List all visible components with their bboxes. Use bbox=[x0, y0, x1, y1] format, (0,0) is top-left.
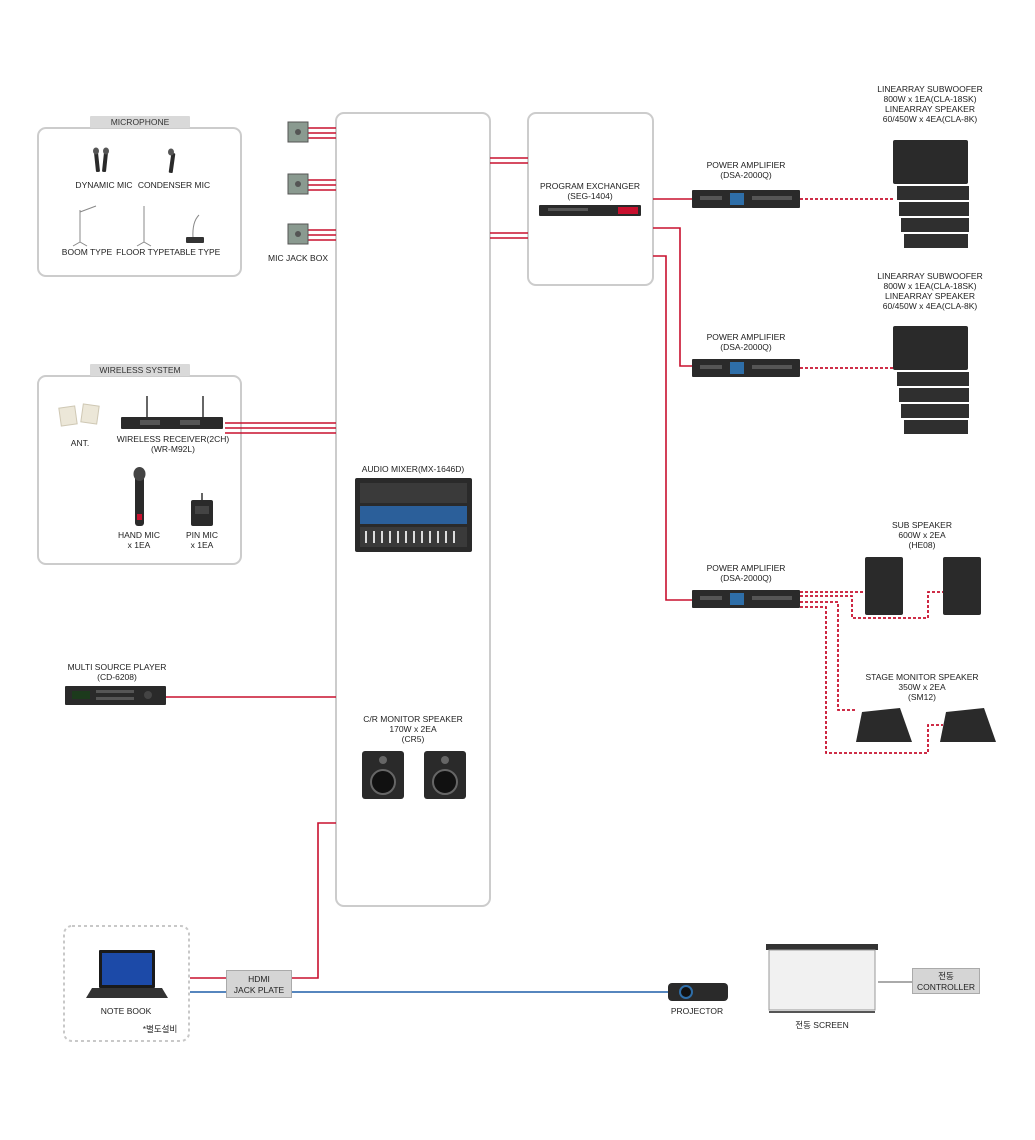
hand-mic-line1: HAND MIC bbox=[117, 530, 161, 540]
condenser-mic-icon bbox=[168, 148, 176, 174]
stage-monitor-line1: STAGE MONITOR SPEAKER bbox=[865, 672, 979, 682]
floor-stand-icon bbox=[136, 206, 152, 247]
antenna-icon bbox=[58, 403, 100, 427]
amp3-line1: POWER AMPLIFIER bbox=[706, 563, 786, 573]
hand-mic-line2: x 1EA bbox=[127, 540, 151, 550]
stage-monitor-line2: 350W x 2EA bbox=[898, 682, 946, 692]
screen-controller: 전동 CONTROLLER bbox=[912, 968, 980, 994]
sub-speaker-icon bbox=[865, 557, 981, 615]
linearray2-line4: 60/450W x 4EA(CLA-8K) bbox=[882, 301, 978, 311]
wireless-panel bbox=[37, 375, 242, 565]
notebook-icon bbox=[86, 950, 168, 998]
hdmi-line2: JACK PLATE bbox=[233, 985, 285, 995]
boom-stand-icon bbox=[72, 205, 97, 247]
exchanger-line1: PROGRAM EXCHANGER bbox=[539, 181, 641, 191]
microphone-title: MICROPHONE bbox=[90, 116, 190, 128]
projection-screen-icon bbox=[766, 944, 878, 1013]
dynamic-mic-label: DYNAMIC MIC bbox=[75, 180, 133, 190]
table-stand-icon bbox=[186, 214, 204, 243]
floor-type-label: FLOOR TYPE bbox=[116, 247, 170, 257]
projector-icon bbox=[668, 983, 728, 1001]
amp2-line1: POWER AMPLIFIER bbox=[706, 332, 786, 342]
linearray1-label: LINEARRAY SUBWOOFER 800W x 1EA(CLA-18SK)… bbox=[877, 84, 982, 124]
linearray-speaker-icon bbox=[893, 140, 969, 434]
linearray1-line2: 800W x 1EA(CLA-18SK) bbox=[883, 94, 977, 104]
exchanger-line2: (SEG-1404) bbox=[567, 191, 613, 201]
hdmi-jack-plate: HDMI JACK PLATE bbox=[226, 970, 292, 998]
linearray2-line1: LINEARRAY SUBWOOFER bbox=[877, 271, 983, 281]
monitor-line2: 170W x 2EA bbox=[389, 724, 437, 734]
monitor-line3: (CR5) bbox=[401, 734, 425, 744]
wireless-receiver-line1: WIRELESS RECEIVER(2CH) bbox=[116, 434, 230, 444]
amp1-line1: POWER AMPLIFIER bbox=[706, 160, 786, 170]
linearray2-line3: LINEARRAY SPEAKER bbox=[885, 291, 975, 301]
pin-mic-label: PIN MIC x 1EA bbox=[186, 530, 218, 550]
mic-jack-box-label: MIC JACK BOX bbox=[268, 253, 328, 263]
program-exchanger-icon bbox=[539, 205, 641, 216]
multi-source-line2: (CD-6208) bbox=[97, 672, 137, 682]
linearray2-line2: 800W x 1EA(CLA-18SK) bbox=[883, 281, 977, 291]
monitor-speaker-label: C/R MONITOR SPEAKER 170W x 2EA (CR5) bbox=[363, 714, 463, 744]
power-amplifier-icon bbox=[692, 190, 800, 608]
projector-label: PROJECTOR bbox=[670, 1006, 724, 1016]
monitor-line1: C/R MONITOR SPEAKER bbox=[363, 714, 463, 724]
sub-speaker-line3: (HE08) bbox=[908, 540, 936, 550]
multi-source-label: MULTI SOURCE PLAYER (CD-6208) bbox=[68, 662, 167, 682]
amp3-line2: (DSA-2000Q) bbox=[720, 573, 772, 583]
amp1-label: POWER AMPLIFIER (DSA-2000Q) bbox=[707, 160, 786, 180]
separate-equipment-note: *별도설비 bbox=[142, 1024, 178, 1034]
mixer-panel bbox=[335, 112, 491, 907]
controller-line1: 전동 bbox=[938, 971, 954, 981]
sub-speaker-line2: 600W x 2EA bbox=[898, 530, 946, 540]
controller-line2: CONTROLLER bbox=[916, 982, 976, 992]
linearray1-line1: LINEARRAY SUBWOOFER bbox=[877, 84, 983, 94]
wireless-receiver-line2: (WR-M92L) bbox=[151, 444, 195, 454]
amp1-line2: (DSA-2000Q) bbox=[720, 170, 772, 180]
boom-type-label: BOOM TYPE bbox=[61, 247, 113, 257]
hdmi-line1: HDMI bbox=[248, 974, 270, 984]
multi-source-player-icon bbox=[65, 686, 166, 705]
stage-monitor-line3: (SM12) bbox=[908, 692, 936, 702]
sub-speaker-line1: SUB SPEAKER bbox=[892, 520, 952, 530]
stage-monitor-label: STAGE MONITOR SPEAKER 350W x 2EA (SM12) bbox=[865, 672, 978, 702]
pin-mic-line2: x 1EA bbox=[190, 540, 214, 550]
mic-jack-box-icon bbox=[287, 121, 309, 245]
hand-mic-label: HAND MIC x 1EA bbox=[118, 530, 160, 550]
monitor-speaker-icon bbox=[362, 751, 466, 799]
exchanger-label: PROGRAM EXCHANGER (SEG-1404) bbox=[540, 181, 640, 201]
microphone-panel bbox=[37, 127, 242, 277]
wireless-receiver-label: WIRELESS RECEIVER(2CH) (WR-M92L) bbox=[117, 434, 229, 454]
linearray1-line3: LINEARRAY SPEAKER bbox=[885, 104, 975, 114]
screen-label: 전동 SCREEN bbox=[795, 1020, 849, 1030]
wireless-receiver-icon bbox=[121, 396, 223, 429]
dynamic-mic-icon bbox=[93, 147, 109, 173]
hand-mic-icon bbox=[133, 467, 146, 526]
amp2-label: POWER AMPLIFIER (DSA-2000Q) bbox=[707, 332, 786, 352]
pin-mic-icon bbox=[191, 493, 213, 526]
notebook-label: NOTE BOOK bbox=[100, 1006, 152, 1016]
speaker-lines bbox=[800, 198, 943, 754]
signal-lines bbox=[166, 127, 692, 979]
linearray1-line4: 60/450W x 4EA(CLA-8K) bbox=[882, 114, 978, 124]
amp2-line2: (DSA-2000Q) bbox=[720, 342, 772, 352]
pin-mic-line1: PIN MIC bbox=[185, 530, 219, 540]
audio-mixer-label: AUDIO MIXER(MX-1646D) bbox=[361, 464, 465, 474]
notebook-panel bbox=[63, 925, 190, 1042]
table-type-label: TABLE TYPE bbox=[169, 247, 221, 257]
multi-source-line1: MULTI SOURCE PLAYER bbox=[67, 662, 167, 672]
condenser-mic-label: CONDENSER MIC bbox=[137, 180, 211, 190]
linearray2-label: LINEARRAY SUBWOOFER 800W x 1EA(CLA-18SK)… bbox=[877, 271, 982, 311]
sub-speaker-label: SUB SPEAKER 600W x 2EA (HE08) bbox=[892, 520, 952, 550]
amp3-label: POWER AMPLIFIER (DSA-2000Q) bbox=[707, 563, 786, 583]
wireless-title: WIRELESS SYSTEM bbox=[90, 364, 190, 376]
audio-mixer-icon bbox=[355, 478, 472, 552]
stage-monitor-icon bbox=[856, 708, 996, 742]
antenna-label: ANT. bbox=[70, 438, 90, 448]
